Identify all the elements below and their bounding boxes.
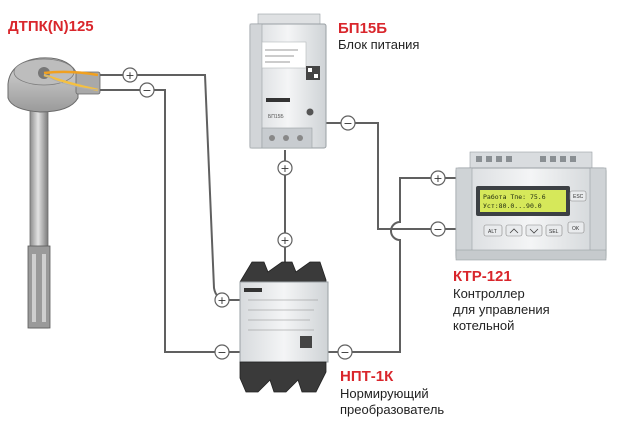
converter-description-line: Нормирующий — [340, 386, 429, 401]
plus-terminal-controller: + — [430, 170, 446, 186]
svg-text:−: − — [142, 84, 151, 97]
terminal-markers: + − − + + − + + — [122, 67, 446, 360]
svg-text:+: + — [217, 294, 226, 307]
power-supply-title: БП15Б — [338, 20, 388, 37]
plus-terminal-psu: + — [277, 160, 293, 176]
controller-description-line: котельной — [453, 318, 515, 333]
power-supply-description: Блок питания — [338, 37, 420, 52]
sensor-title: ДТПК(N)125 — [8, 18, 94, 35]
esc-button — [569, 190, 587, 202]
down-button — [525, 224, 543, 237]
wire-sensor-plus-to-converter — [98, 74, 240, 301]
svg-text:−: − — [340, 346, 349, 359]
controller-description-line: для управления — [453, 302, 550, 317]
converter-description-line: преобразователь — [340, 402, 445, 417]
controller-unit: Работа Тпе: 75.6 Уст:80.0...90.0 ESC ALT… — [455, 151, 607, 261]
minus-terminal-psu: − — [340, 115, 356, 131]
thermocouple-sensor — [7, 57, 101, 329]
plus-terminal-sensor: + — [122, 67, 138, 83]
svg-text:−: − — [343, 117, 352, 130]
svg-text:+: + — [280, 162, 289, 175]
converter-unit — [239, 261, 329, 393]
svg-text:−: − — [433, 223, 442, 236]
minus-terminal-sensor: − — [139, 82, 155, 98]
svg-text:OK: OK — [572, 226, 580, 232]
lcd-line-2: Уст:80.0...90.0 — [483, 202, 542, 210]
up-button — [505, 224, 523, 237]
svg-text:+: + — [280, 234, 289, 247]
converter-description: Нормирующий преобразователь — [340, 386, 444, 418]
svg-text:+: + — [433, 172, 442, 185]
svg-text:+: + — [125, 69, 134, 82]
alt-button — [483, 224, 503, 237]
plus-terminal-converter-top: + — [277, 232, 293, 248]
wire-sensor-minus-to-converter — [98, 89, 240, 353]
ok-button — [567, 221, 585, 234]
converter-title: НПТ-1К — [340, 368, 394, 385]
controller-description-line: Контроллер — [453, 286, 525, 301]
svg-text:SEL: SEL — [549, 229, 559, 235]
psu-front-label: БП15Б — [268, 114, 284, 120]
plus-terminal-converter-left: + — [214, 292, 230, 308]
minus-terminal-converter-left: − — [214, 344, 230, 360]
svg-text:ESC: ESC — [573, 194, 584, 200]
controller-title: КТР-121 — [453, 268, 512, 285]
minus-terminal-controller: − — [430, 221, 446, 237]
lcd-line-1: Работа Тпе: 75.6 — [483, 193, 546, 201]
converter-qr — [300, 336, 312, 348]
svg-text:ALT: ALT — [488, 229, 497, 235]
power-supply-unit: БП15Б — [249, 13, 327, 149]
minus-terminal-converter-right: − — [337, 344, 353, 360]
controller-lcd — [480, 190, 566, 212]
svg-text:−: − — [217, 346, 226, 359]
controller-description: Контроллер для управления котельной — [453, 286, 550, 334]
wire-converter-to-controller — [322, 177, 465, 353]
probe-tip — [27, 245, 51, 329]
sel-button — [545, 224, 563, 237]
